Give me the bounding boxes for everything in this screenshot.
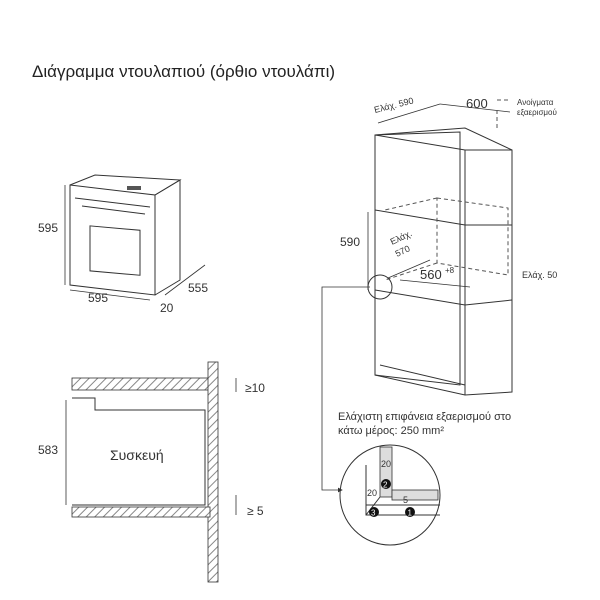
inner-depth-label-1: Ελάχ. <box>389 228 414 247</box>
gap-bottom-label: ≥ 5 <box>247 504 264 518</box>
oven-width-label: 595 <box>88 291 108 305</box>
page-title: Διάγραμμα ντουλαπιού (όρθιο ντουλάπι) <box>32 62 336 81</box>
vent-label-2: εξαερισμού <box>517 108 557 117</box>
marker-3: 3 <box>371 509 376 518</box>
marker-2: 2 <box>383 481 388 490</box>
niche-height-label: 590 <box>340 235 360 249</box>
ventilation-note-line2: κάτω μέρος: 250 mm² <box>338 425 444 437</box>
detail-dim-5: 5 <box>403 495 408 505</box>
section-height-label: 583 <box>38 443 58 457</box>
cabinet-drawing: Ελάχ. 590 600 Ανοίγματα εξαερισμού 590 Ε… <box>321 95 557 493</box>
detail-drawing: 20 20 5 2 3 1 <box>339 444 441 546</box>
section-drawing: 583 Συσκευή ≥10 ≥ 5 <box>38 361 265 583</box>
detail-callout-circle <box>367 274 393 300</box>
vent-label-1: Ανοίγματα <box>517 98 554 107</box>
ventilation-note-line1: Ελάχιστη επιφάνεια εξαερισμού στο <box>338 411 511 423</box>
oven-door-label: 20 <box>160 301 174 315</box>
detail-dim-20-top: 20 <box>381 459 391 469</box>
cabinet-width-label: 600 <box>466 96 488 111</box>
min-gap-label: Ελάχ. 50 <box>522 270 557 280</box>
inner-width-label: 560 <box>420 267 442 282</box>
marker-1: 1 <box>408 509 413 518</box>
oven-depth-label: 555 <box>188 281 208 295</box>
oven-drawing: 595 595 555 20 <box>38 174 208 315</box>
oven-height-label: 595 <box>38 221 58 235</box>
appliance-label: Συσκευή <box>110 447 164 463</box>
gap-top-label: ≥10 <box>245 381 265 395</box>
inner-width-tolerance: +8 <box>445 266 455 275</box>
inner-depth-label-2: 570 <box>394 243 412 258</box>
cabinet-min-depth-label: Ελάχ. 590 <box>373 95 415 114</box>
detail-dim-20-side: 20 <box>367 488 377 498</box>
